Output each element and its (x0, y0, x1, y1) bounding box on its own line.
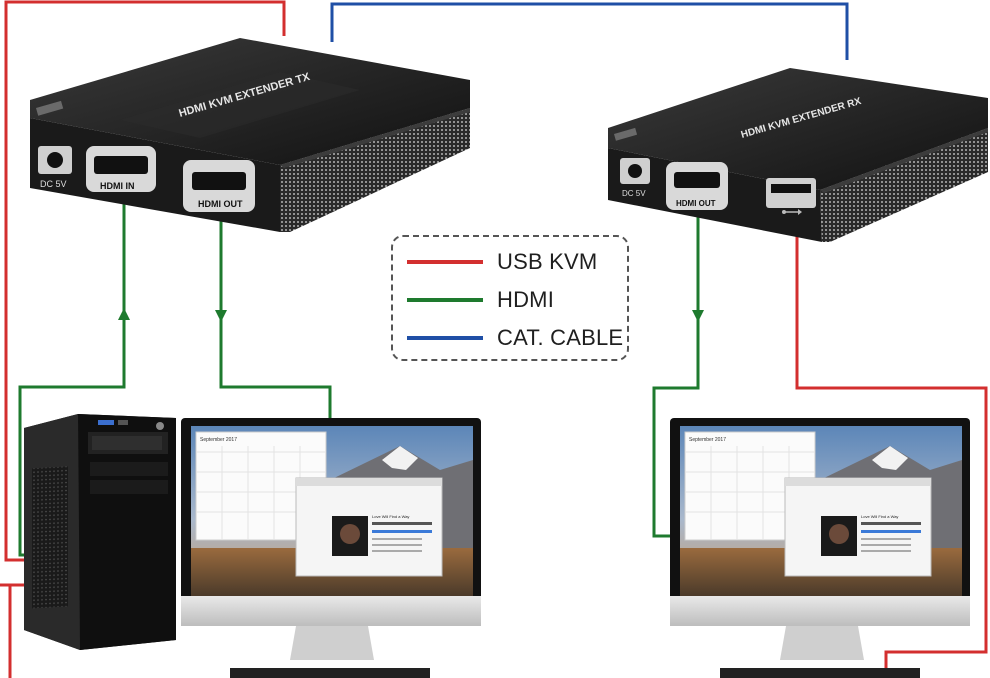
legend-item-usb-kvm: USB KVM (407, 247, 597, 277)
hdmi-arrow-up (118, 308, 130, 320)
left-calendar-title: September 2017 (200, 437, 237, 443)
left-album-title: Love Will Find a Way (372, 514, 409, 519)
pc-tower (24, 414, 176, 650)
right-album-title: Love Will Find a Way (861, 514, 898, 519)
tx-power-label: DC 5V (40, 179, 67, 189)
usb-cable-right-line (795, 212, 988, 678)
legend-label-usb-kvm: USB KVM (497, 249, 598, 274)
legend-item-hdmi: HDMI (407, 285, 554, 315)
legend-swatch-usb (407, 260, 483, 264)
cat-cable-line (330, 2, 849, 60)
rx-hdmi-out-label: HDMI OUT (676, 199, 716, 208)
right-monitor: September 2017 Love Will Find a Way (670, 418, 970, 678)
rx-power-label: DC 5V (622, 189, 646, 198)
cable-legend: USB KVM HDMI CAT. CABLE (391, 235, 629, 361)
usb-icon (782, 209, 802, 215)
legend-label-hdmi: HDMI (497, 287, 555, 312)
legend-item-cat-cable: CAT. CABLE (407, 323, 623, 353)
legend-label-cat-cable: CAT. CABLE (497, 325, 624, 350)
receiver-unit: HDMI KVM EXTENDER RX DC 5V HDMI OUT (608, 68, 988, 242)
left-monitor: September 2017 Love Will Find a Way (181, 418, 481, 678)
legend-swatch-hdmi (407, 298, 483, 302)
hdmi-arrow-down (215, 310, 227, 322)
transmitter-unit: HDMI KVM EXTENDER TX DC 5V HDMI IN HDMI … (30, 38, 470, 232)
hdmi-cable-rx-line (652, 200, 700, 538)
tx-hdmi-out-label: HDMI OUT (198, 199, 243, 209)
hdmi-cable-pc-line (18, 195, 126, 557)
hdmi-cable-monitor-line (219, 195, 332, 420)
right-calendar-title: September 2017 (689, 437, 726, 443)
legend-swatch-cat (407, 336, 483, 340)
hdmi-arrow-down-rx (692, 310, 704, 322)
tx-hdmi-in-label: HDMI IN (100, 181, 135, 191)
usb-cable-left-line (4, 0, 286, 562)
